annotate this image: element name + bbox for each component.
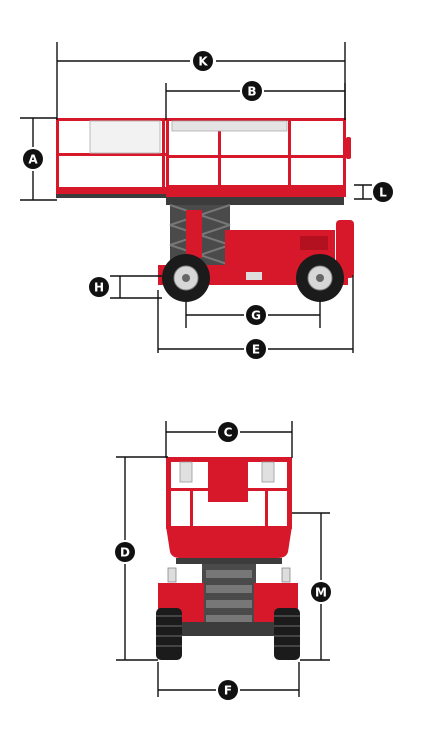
front-scissor-stack [202,564,256,626]
dimension-label-f: F [224,684,232,698]
dimension-e: E [157,275,354,359]
front-guardrail [166,457,292,529]
dimension-badge-e [246,339,266,359]
dimension-badge-l [373,182,393,202]
side-wheel-rear [162,254,210,302]
dimension-d: D [115,456,168,661]
dimension-badge-d [115,542,135,562]
dimension-label-m: M [315,586,327,600]
dimension-label-a: A [28,153,38,167]
side-wheel-front [296,254,344,302]
dimension-label-g: G [251,309,261,323]
dimension-label-d: D [120,546,130,560]
side-main-platform [166,118,351,205]
dimension-badge-h [89,277,109,297]
dimension-m: M [292,512,331,661]
dimension-label-l: L [379,186,387,200]
dimension-badge-k [193,51,213,71]
dimension-badge-c [218,422,238,442]
dimension-h: H [89,275,162,299]
dimension-badge-g [246,305,266,325]
front-wheel-right [274,608,300,660]
dimension-badge-b [242,81,262,101]
dimension-label-c: C [224,426,233,440]
side-view-lift [56,118,354,302]
dimension-label-h: H [94,281,104,295]
dimension-badge-f [218,680,238,700]
dimension-b: B [165,81,346,120]
dimension-label-b: B [247,85,256,99]
dimension-l: L [354,182,393,202]
front-view-lift [156,457,300,660]
dimension-g: G [185,302,321,328]
dimension-label-e: E [252,343,260,357]
dimension-c: C [165,421,293,458]
dimension-label-k: K [198,55,208,69]
dimension-k: K [56,42,346,120]
front-wheel-left [156,608,182,660]
dimension-badge-m [311,582,331,602]
side-extension-deck [56,118,168,198]
dimension-f: F [157,662,300,700]
front-platform-deck [166,526,292,564]
dimension-a: A [20,117,57,201]
dimension-badge-a [23,149,43,169]
